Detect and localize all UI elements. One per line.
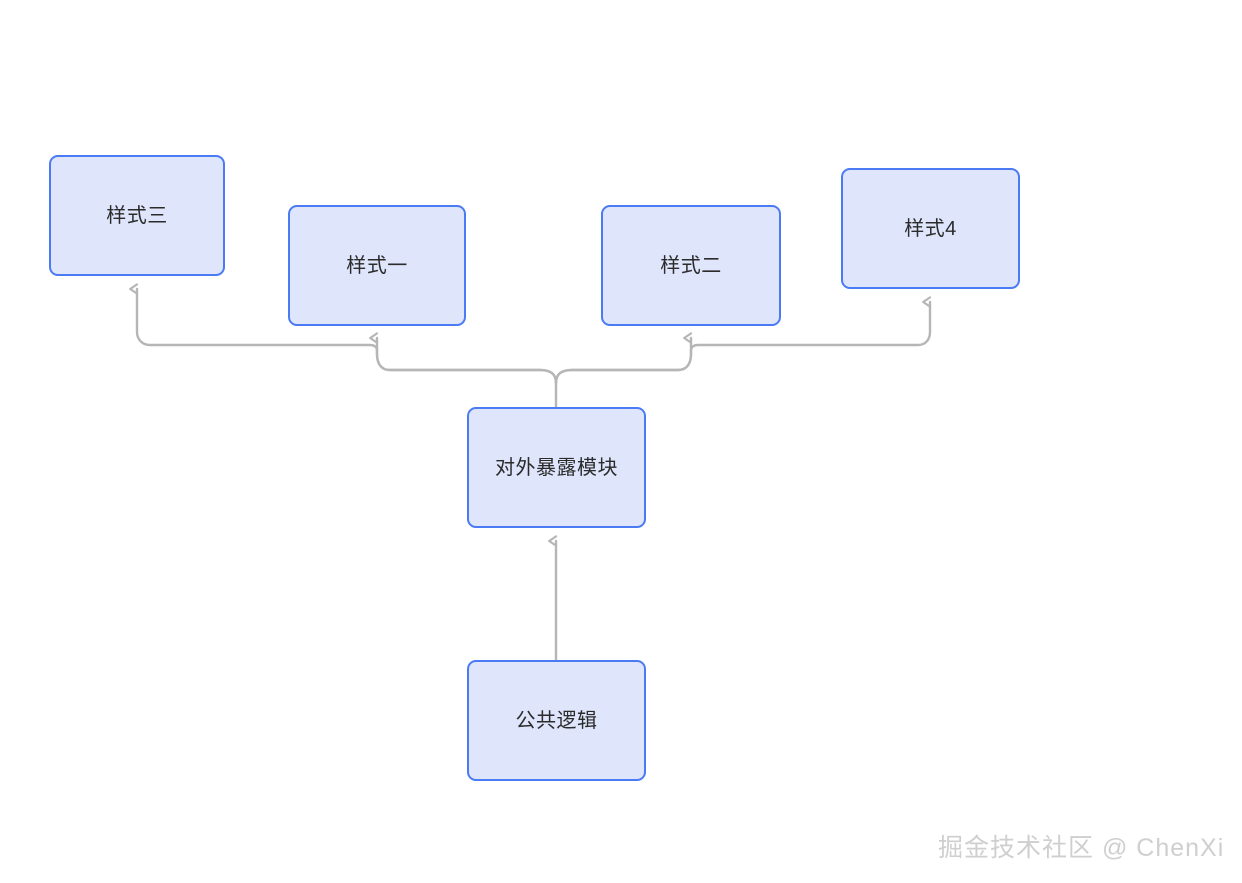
node-exposed-module-label: 对外暴露模块 [495,456,618,479]
node-common-logic[interactable]: 公共逻辑 [467,660,646,781]
node-style1[interactable]: 样式一 [288,205,466,326]
connector-to-style2 [554,338,693,385]
node-style4-label: 样式4 [904,217,957,240]
connector-to-style1 [377,338,558,385]
node-style4[interactable]: 样式4 [841,168,1020,289]
node-style3-label: 样式三 [106,204,168,227]
node-style2[interactable]: 样式二 [601,205,781,326]
node-style3[interactable]: 样式三 [49,155,225,276]
node-common-logic-label: 公共逻辑 [515,709,598,732]
watermark: 掘金技术社区 @ ChenXi [938,834,1225,862]
node-exposed-module[interactable]: 对外暴露模块 [467,407,646,528]
node-style1-label: 样式一 [346,254,408,277]
node-style2-label: 样式二 [660,254,722,277]
